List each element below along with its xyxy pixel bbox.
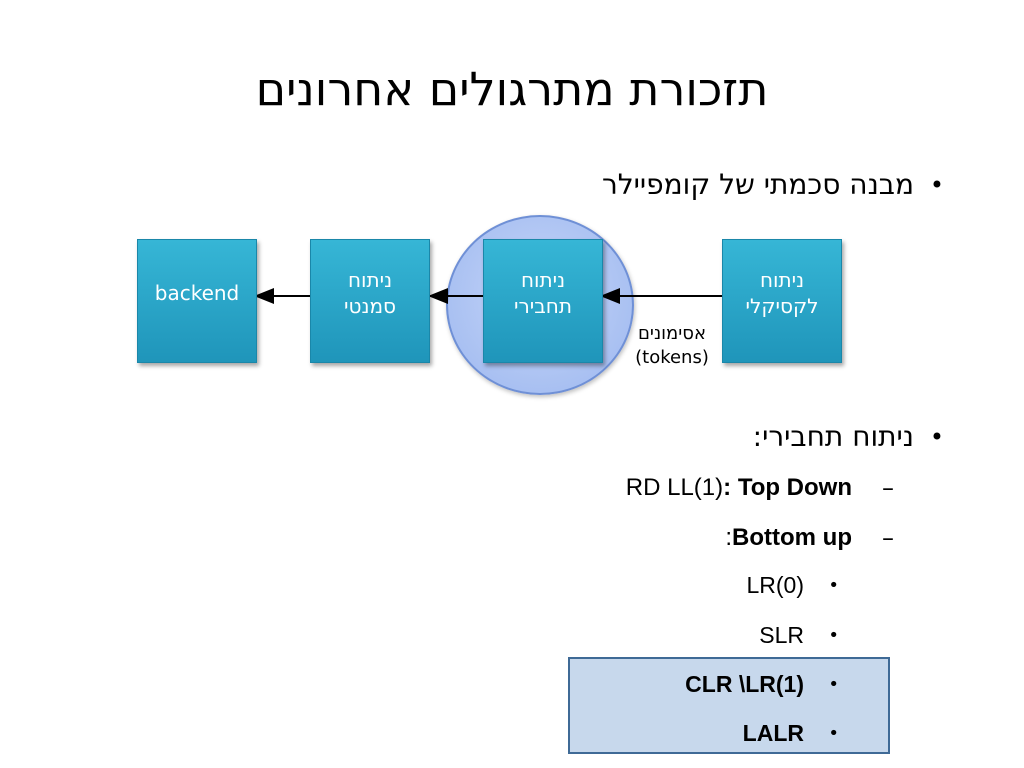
method-item: • LR(0)	[746, 572, 839, 599]
bullet-syntax-analysis: • ניתוח תחבירי:	[753, 420, 944, 453]
box-semantic-line1: ניתוח	[347, 268, 393, 292]
bullet-text: מבנה סכמתי של קומפיילר	[601, 168, 914, 201]
bullet-glyph: •	[828, 674, 839, 695]
top-down-sep: :	[723, 474, 738, 501]
method-label: LALR	[742, 720, 804, 746]
tokens-label: אסימונים (tokens)	[622, 322, 722, 370]
method-item: • LALR	[743, 720, 839, 747]
bullet-glyph: •	[828, 575, 839, 596]
sub-item-bottom-up: – :Bottom up	[725, 524, 894, 552]
slide-title: תזכורת מתרגולים אחרונים	[255, 62, 769, 116]
method-item: • CLR \LR(1)	[685, 671, 839, 698]
dash-glyph: –	[882, 474, 894, 502]
lr1-highlight-box	[568, 657, 890, 754]
bullet-text: ניתוח תחבירי:	[752, 420, 914, 453]
tokens-label-hebrew: אסימונים	[637, 323, 707, 344]
box-backend: backend	[137, 239, 257, 363]
box-semantic-analysis: ניתוח סמנטי	[310, 239, 430, 363]
box-lexical-line2: לקסיקלי	[745, 294, 819, 318]
bullet-glyph: •	[929, 422, 944, 451]
bullet-glyph: •	[929, 170, 944, 199]
top-down-label: Top Down	[737, 474, 852, 501]
bottom-up-label: Bottom up	[732, 524, 852, 551]
box-backend-label: backend	[154, 281, 240, 305]
top-down-rest: RD LL(1)	[625, 474, 724, 501]
method-label: CLR \LR(1)	[685, 671, 804, 697]
bullet-compiler-structure: • מבנה סכמתי של קומפיילר	[602, 168, 944, 201]
box-syntax-line2: תחבירי	[514, 294, 573, 318]
dash-glyph: –	[882, 524, 894, 552]
tokens-label-english: (tokens)	[635, 347, 709, 368]
bullet-glyph: •	[828, 625, 839, 646]
method-label: SLR	[759, 622, 804, 648]
box-syntax-line1: ניתוח	[520, 268, 566, 292]
method-label: LR(0)	[746, 572, 804, 598]
bottom-up-rest: :	[725, 524, 733, 551]
bullet-glyph: •	[828, 723, 839, 744]
box-lexical-line1: ניתוח	[759, 268, 805, 292]
sub-item-top-down: – RD LL(1): Top Down	[626, 474, 894, 502]
box-syntax-analysis: ניתוח תחבירי	[483, 239, 603, 363]
method-item: • SLR	[759, 622, 839, 649]
box-semantic-line2: סמנטי	[344, 294, 397, 318]
box-lexical-analysis: ניתוח לקסיקלי	[722, 239, 842, 363]
